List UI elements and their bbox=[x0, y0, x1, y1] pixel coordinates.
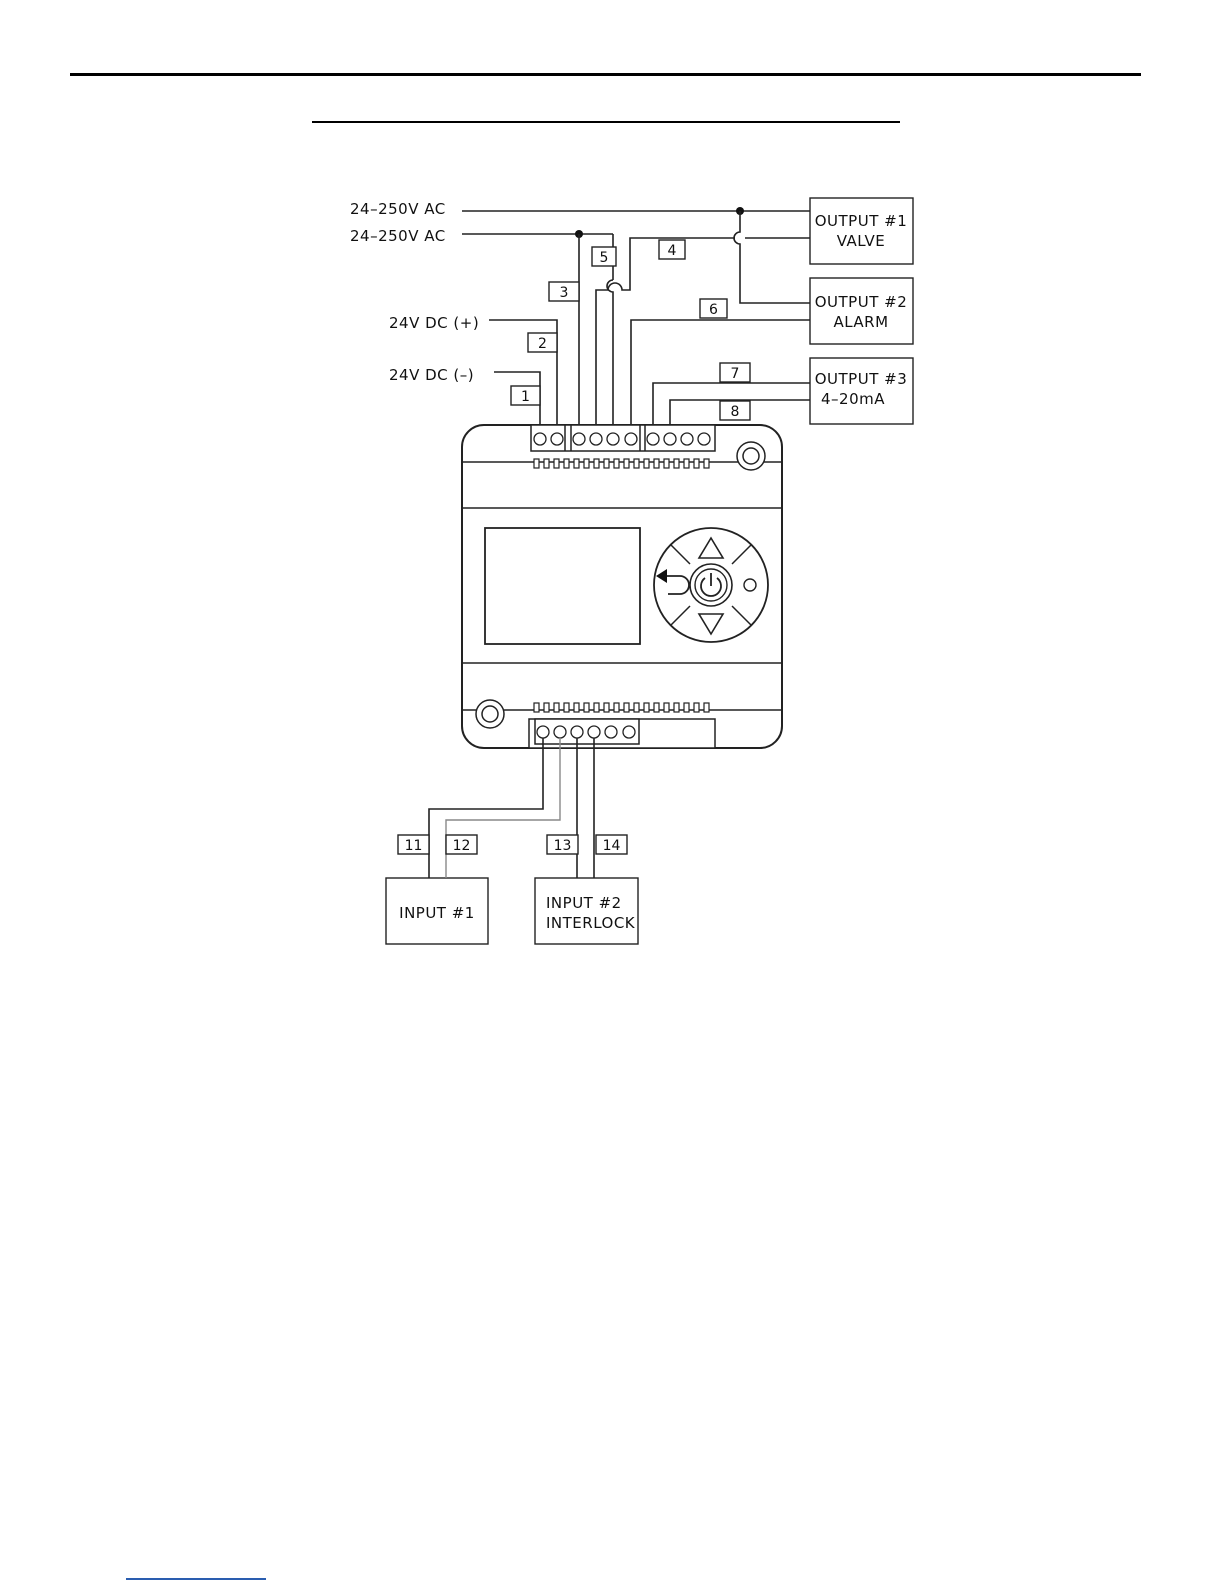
supply-ac-1-label: 24–250V AC bbox=[350, 200, 446, 218]
output-2-box: OUTPUT #2 ALARM bbox=[810, 278, 913, 344]
output-1-line2: VALVE bbox=[837, 232, 886, 250]
svg-text:11: 11 bbox=[405, 838, 423, 854]
power-button[interactable] bbox=[690, 564, 732, 606]
wire-tag-4: 4 bbox=[659, 240, 685, 259]
input-2-box: INPUT #2 INTERLOCK bbox=[535, 878, 638, 944]
input-2-line2: INTERLOCK bbox=[546, 914, 636, 932]
svg-text:14: 14 bbox=[603, 838, 621, 854]
wire-tag-12: 12 bbox=[446, 835, 477, 854]
wire-tag-8: 8 bbox=[720, 401, 750, 420]
wire-tag-3: 3 bbox=[549, 282, 579, 301]
svg-text:8: 8 bbox=[731, 404, 740, 420]
output-1-line1: OUTPUT #1 bbox=[815, 212, 908, 230]
svg-text:13: 13 bbox=[554, 838, 572, 854]
output-1-box: OUTPUT #1 VALVE bbox=[810, 198, 913, 264]
wire-tag-6: 6 bbox=[700, 299, 727, 318]
svg-text:5: 5 bbox=[600, 250, 609, 266]
svg-text:2: 2 bbox=[538, 336, 547, 352]
lower-wires bbox=[429, 738, 594, 878]
mounting-screw-bottom bbox=[476, 700, 504, 728]
right-button[interactable] bbox=[744, 579, 756, 591]
wire-tag-2: 2 bbox=[528, 333, 557, 352]
output-3-line1: OUTPUT #3 bbox=[815, 370, 908, 388]
input-1-line1: INPUT #1 bbox=[399, 904, 475, 922]
output-2-line1: OUTPUT #2 bbox=[815, 293, 908, 311]
svg-text:3: 3 bbox=[560, 285, 569, 301]
svg-text:1: 1 bbox=[521, 389, 530, 405]
svg-text:7: 7 bbox=[731, 366, 740, 382]
input-2-line1: INPUT #2 bbox=[546, 894, 622, 912]
wire-tag-14: 14 bbox=[596, 835, 627, 854]
display-screen bbox=[485, 528, 640, 644]
svg-text:12: 12 bbox=[453, 838, 471, 854]
input-1-box: INPUT #1 bbox=[386, 878, 488, 944]
mounting-screw-top bbox=[737, 442, 765, 470]
svg-text:6: 6 bbox=[709, 302, 718, 318]
wire-tag-5: 5 bbox=[592, 247, 616, 266]
supply-dc-plus-label: 24V DC (+) bbox=[389, 314, 479, 332]
wire-tag-1: 1 bbox=[511, 386, 540, 405]
supply-dc-minus-label: 24V DC (–) bbox=[389, 366, 474, 384]
wire-tag-7: 7 bbox=[720, 363, 750, 382]
output-3-line2: 4–20mA bbox=[821, 390, 885, 408]
svg-text:4: 4 bbox=[668, 243, 677, 259]
output-3-box: OUTPUT #3 4–20mA bbox=[810, 358, 913, 424]
supply-ac-2-label: 24–250V AC bbox=[350, 227, 446, 245]
wire-tag-11: 11 bbox=[398, 835, 429, 854]
output-2-line2: ALARM bbox=[833, 313, 888, 331]
wire-tag-13: 13 bbox=[547, 835, 578, 854]
footer-link-underline[interactable] bbox=[126, 1578, 266, 1580]
